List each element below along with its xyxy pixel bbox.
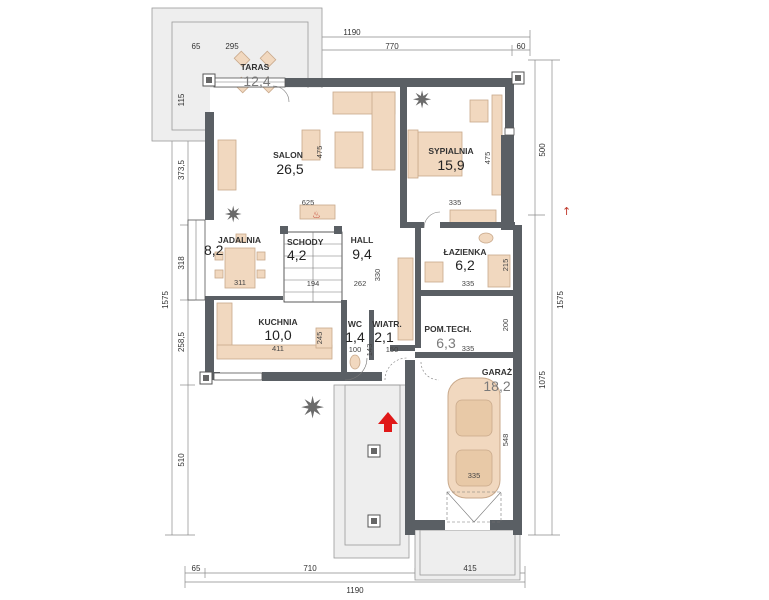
room-area-hall: 9,4 (352, 246, 372, 262)
room-name-jadalnia: JADALNIA (218, 235, 261, 245)
room-name-pomtech: POM.TECH. (424, 324, 471, 334)
dim-bottom-right: 415 (463, 564, 477, 573)
dim-right-upper: 500 (538, 143, 547, 157)
room-name-hall: HALL (351, 235, 374, 245)
dim-garaz-width: 335 (468, 471, 481, 480)
dim-left-total: 1575 (161, 291, 170, 309)
room-name-lazienka: ŁAZIENKA (444, 247, 487, 257)
dim-salon-width: 625 (302, 198, 315, 207)
dim-lazienka-width: 335 (462, 279, 475, 288)
dim-wc-width: 100 (349, 345, 362, 354)
dim-sypialnia-width: 335 (449, 198, 462, 207)
dim-left-jadalnia: 318 (177, 256, 186, 270)
stairs (283, 231, 343, 303)
north-arrow-icon: ↑ (562, 205, 571, 218)
lamp-icons (199, 71, 525, 528)
driveway-bottom (333, 384, 521, 581)
dim-wc-depth: 143 (365, 344, 374, 357)
dim-right-total: 1575 (556, 291, 565, 309)
room-name-schody: SCHODY (287, 237, 324, 247)
dim-garaz-depth: 548 (501, 434, 510, 447)
svg-text:✷: ✷ (224, 203, 242, 228)
dim-pomtech-height: 200 (501, 319, 510, 332)
room-area-schody: 4,2 (287, 247, 307, 263)
dim-wiatr-width: 150 (386, 345, 399, 354)
dim-left-bottom: 510 (177, 453, 186, 467)
room-area-jadalnia: 8,2 (204, 242, 224, 258)
room-area-wiatr: 2,1 (374, 329, 394, 345)
dim-schody-width: 194 (307, 279, 320, 288)
room-name-wiatr: WIATR. (372, 319, 402, 329)
dim-hall-width: 262 (354, 279, 367, 288)
walls (205, 78, 522, 535)
dim-bottom-left: 65 (192, 564, 201, 573)
room-area-salon: 26,5 (276, 161, 303, 177)
dim-left-salon: 373,5 (177, 159, 186, 180)
room-name-kuchnia: KUCHNIA (258, 317, 297, 327)
dim-pomtech-width: 335 (462, 344, 475, 353)
room-area-kuchnia: 10,0 (264, 327, 291, 343)
dim-right-lower: 1075 (538, 371, 547, 389)
dim-left-terrace: 115 (177, 93, 186, 106)
dim-jadalnia-width: 311 (234, 278, 246, 287)
dim-bottom-total: 1190 (346, 586, 364, 595)
dim-hall-height: 330 (373, 269, 382, 282)
svg-text:✷: ✷ (412, 86, 432, 114)
dim-salon-depth: 475 (315, 146, 324, 159)
dim-lazienka-height: 215 (501, 259, 510, 272)
dim-top-mid: 770 (385, 42, 399, 51)
room-area-taras: 12,4 (243, 73, 270, 89)
room-area-pomtech: 6,3 (436, 335, 456, 351)
dim-kuchnia-depth: 245 (315, 332, 324, 345)
svg-text:✷: ✷ (300, 391, 325, 426)
dim-kuchnia-width: 411 (272, 344, 284, 353)
garage-door (446, 491, 502, 523)
dim-sypialnia-depth: 475 (483, 152, 492, 165)
room-name-taras: TARAS (241, 62, 270, 72)
room-name-salon: SALON (273, 150, 303, 160)
dim-top-left: 65 (192, 42, 201, 51)
dim-bottom-mid: 710 (303, 564, 317, 573)
room-name-wc: WC (348, 319, 362, 329)
dim-top-terrace: 295 (225, 42, 239, 51)
room-area-wc: 1,4 (345, 329, 365, 345)
entrance-arrow-icon (378, 412, 398, 432)
door-arcs (272, 85, 441, 381)
dim-top-total: 1190 (343, 28, 361, 37)
dim-left-kuchnia: 258,5 (177, 331, 186, 352)
furniture: ♨ (214, 50, 511, 499)
room-name-sypialnia: SYPIALNIA (428, 146, 473, 156)
room-area-sypialnia: 15,9 (437, 157, 464, 173)
dim-top-right: 60 (517, 42, 526, 51)
room-area-lazienka: 6,2 (455, 257, 475, 273)
windows (187, 77, 515, 381)
room-area-garaz: 18,2 (483, 378, 510, 394)
svg-text:♨: ♨ (312, 210, 321, 221)
room-name-garaz: GARAŻ (482, 367, 512, 377)
plant-icons: ✷ ✷ ✷ (224, 86, 432, 426)
